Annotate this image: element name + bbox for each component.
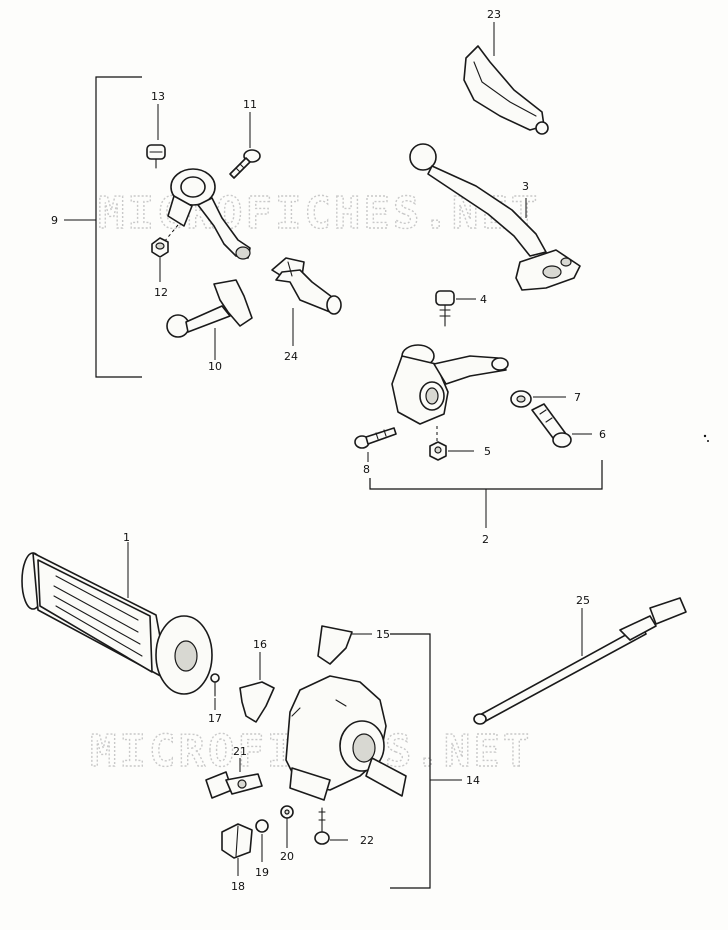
part-25-strap[interactable] <box>473 597 687 725</box>
part-11-screw[interactable] <box>229 112 261 179</box>
part-4-bolt[interactable] <box>435 290 476 327</box>
label-19: 19 <box>255 866 269 879</box>
label-6: 6 <box>599 428 606 441</box>
part-5-nut[interactable] <box>429 441 474 461</box>
part-13-bolt[interactable] <box>146 104 166 169</box>
label-18: 18 <box>231 880 245 893</box>
label-14: 14 <box>466 774 480 787</box>
label-24: 24 <box>284 350 298 363</box>
label-5: 5 <box>484 445 491 458</box>
part-18-terminal-block[interactable] <box>221 823 253 876</box>
assembly-bracket-2 <box>369 460 603 528</box>
label-21: 21 <box>233 745 247 758</box>
part-24-cable-holder[interactable] <box>271 257 342 346</box>
part-labels: 1 2 3 4 5 6 7 8 9 10 11 12 13 14 15 16 1… <box>51 8 606 893</box>
part-19-detent-ball[interactable] <box>255 819 269 862</box>
part-21-switch-piece[interactable] <box>205 758 263 799</box>
label-25: 25 <box>576 594 590 607</box>
part-20-washer[interactable] <box>280 805 294 848</box>
label-12: 12 <box>154 286 168 299</box>
label-9: 9 <box>51 214 58 227</box>
label-16: 16 <box>253 638 267 651</box>
label-7: 7 <box>574 391 581 404</box>
part-14-switch-housing[interactable] <box>285 675 407 801</box>
label-4: 4 <box>480 293 487 306</box>
label-10: 10 <box>208 360 222 373</box>
label-17: 17 <box>208 712 222 725</box>
assembly-bracket-9 <box>64 76 142 378</box>
label-22: 22 <box>360 834 374 847</box>
part-10-choke-lever[interactable] <box>166 279 253 360</box>
part-2-brake-holder[interactable] <box>391 344 509 444</box>
part-16-switch-knob[interactable] <box>239 652 275 723</box>
label-2: 2 <box>482 533 489 546</box>
part-17-screw[interactable] <box>210 673 220 710</box>
part-22-screw[interactable] <box>314 807 348 845</box>
part-12-nut[interactable] <box>151 237 169 282</box>
part-9-lever-holder[interactable] <box>163 168 251 260</box>
label-11: 11 <box>243 98 257 111</box>
label-20: 20 <box>280 850 294 863</box>
label-1: 1 <box>123 531 130 544</box>
label-8: 8 <box>363 463 370 476</box>
stray-mark <box>703 434 707 438</box>
part-7-washer[interactable] <box>510 390 566 408</box>
part-3-brake-lever[interactable] <box>409 143 581 291</box>
part-23-lever-cover[interactable] <box>463 22 549 135</box>
label-3: 3 <box>522 180 529 193</box>
label-23: 23 <box>487 8 501 21</box>
part-1-handle-grip[interactable] <box>21 542 213 695</box>
part-15-switch-button[interactable] <box>317 625 372 665</box>
part-8-screw[interactable] <box>354 427 397 462</box>
label-13: 13 <box>151 90 165 103</box>
assembly-bracket-14 <box>390 633 462 889</box>
part-6-pivot-bolt[interactable] <box>531 403 592 448</box>
stray-mark <box>707 440 709 442</box>
label-15: 15 <box>376 628 390 641</box>
